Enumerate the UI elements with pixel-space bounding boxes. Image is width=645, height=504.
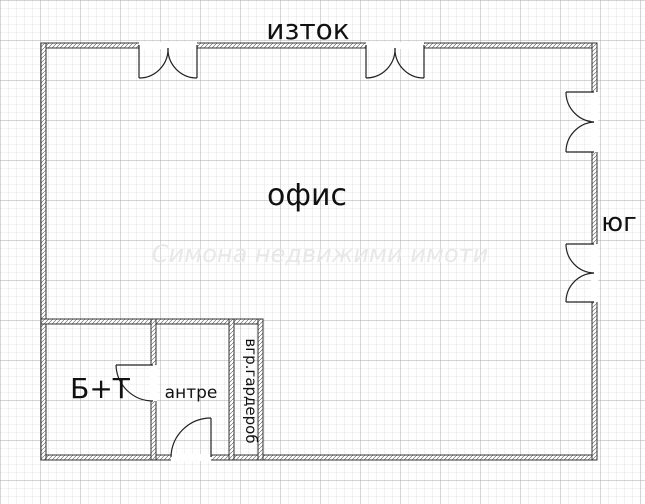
wardrobe-label: вгр.гардероб: [242, 338, 260, 443]
north-label: изток: [266, 13, 349, 46]
entrance-door: [170, 417, 212, 461]
east-label: юг: [601, 208, 637, 238]
office-label: офис: [267, 178, 347, 213]
east-door-1: [565, 91, 598, 153]
bath-door: [115, 364, 157, 402]
hall-label: антре: [165, 383, 218, 403]
bath-label: Б+Т: [70, 372, 131, 405]
watermark: Симона недвижими имоти: [152, 240, 488, 268]
east-door-2: [565, 243, 598, 303]
north-door-1: [138, 42, 198, 79]
north-door-2: [365, 42, 425, 79]
